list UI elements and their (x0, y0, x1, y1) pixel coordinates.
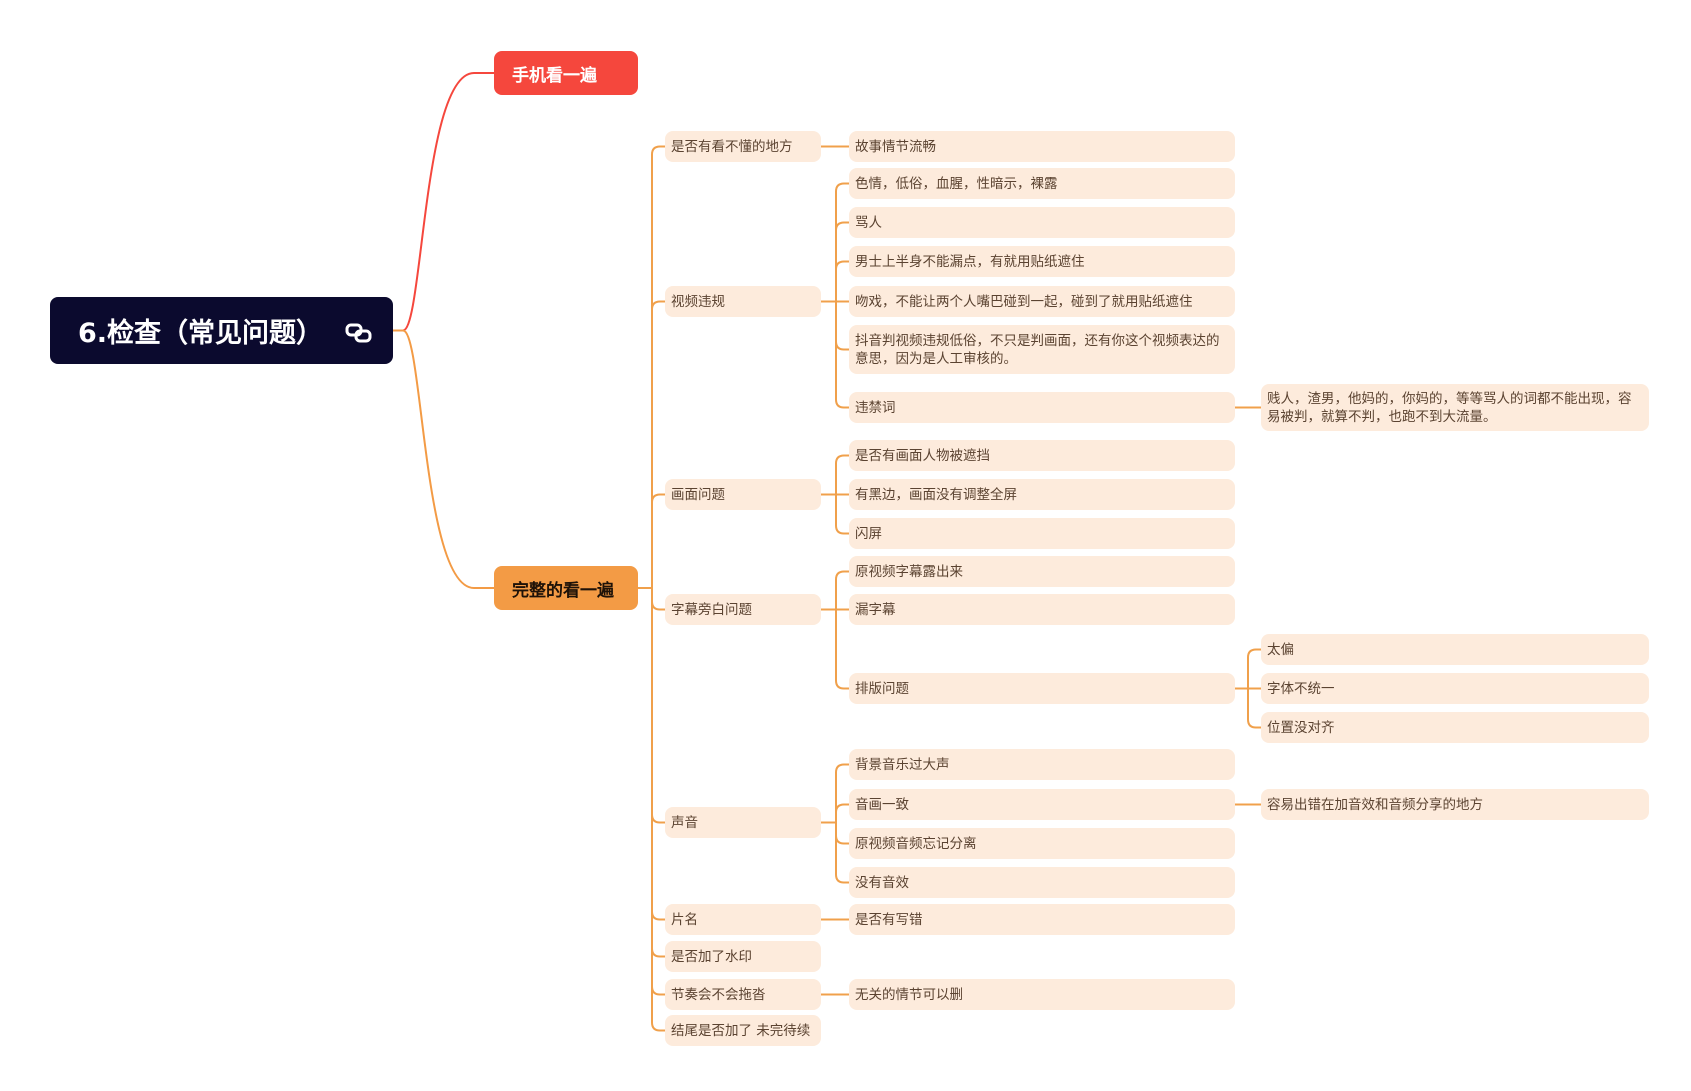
topic-node[interactable]: 视频违规 (665, 286, 821, 317)
connector-line (638, 587, 665, 996)
subtopic-node[interactable]: 是否有写错 (849, 904, 1235, 935)
subtopic-node[interactable]: 是否有画面人物被遮挡 (849, 440, 1235, 471)
subtopic-node[interactable]: 原视频音频忘记分离 (849, 828, 1235, 859)
detail-node[interactable]: 容易出错在加音效和音频分享的地方 (1261, 789, 1649, 820)
detail-node[interactable]: 太偏 (1261, 634, 1649, 665)
connector-line (821, 493, 849, 535)
connector-line (821, 182, 849, 303)
connector-line (638, 587, 665, 921)
connector-line (638, 587, 665, 611)
detail-node[interactable]: 位置没对齐 (1261, 712, 1649, 743)
connector-line (821, 260, 849, 303)
root-title: 6.检查（常见问题） (78, 318, 324, 349)
topic-node[interactable]: 画面问题 (665, 479, 821, 510)
root-topic[interactable]: 6.检查（常见问题） (50, 297, 393, 364)
subtopic-node[interactable]: 闪屏 (849, 518, 1235, 549)
subtopic-node[interactable]: 男士上半身不能漏点，有就用贴纸遮住 (849, 246, 1235, 277)
branch-full-review[interactable]: 完整的看一遍 (494, 566, 638, 610)
connector-line (821, 608, 849, 690)
branch-phone-review[interactable]: 手机看一遍 (494, 51, 638, 95)
link-icon[interactable] (345, 320, 373, 342)
connector-line (821, 803, 849, 824)
connector-line (821, 821, 849, 884)
connector-line (393, 329, 494, 589)
connector-line (821, 570, 849, 611)
connector-line (821, 821, 849, 845)
subtopic-node[interactable]: 无关的情节可以删 (849, 979, 1235, 1010)
connector-line (821, 454, 849, 496)
detail-node[interactable]: 贱人，渣男，他妈的，你妈的，等等骂人的词都不能出现，容易被判，就算不判，也跑不到… (1261, 384, 1649, 431)
connector-line (1235, 648, 1261, 690)
topic-node[interactable]: 声音 (665, 807, 821, 838)
connector-line (638, 587, 665, 1032)
subtopic-node[interactable]: 违禁词 (849, 392, 1235, 423)
connector-line (638, 300, 665, 589)
subtopic-node[interactable]: 漏字幕 (849, 594, 1235, 625)
subtopic-node[interactable]: 原视频字幕露出来 (849, 556, 1235, 587)
subtopic-node[interactable]: 背景音乐过大声 (849, 749, 1235, 780)
connector-line (638, 145, 665, 589)
connector-line (638, 493, 665, 589)
connector-line (393, 72, 494, 332)
detail-node[interactable]: 字体不统一 (1261, 673, 1649, 704)
topic-node[interactable]: 是否加了水印 (665, 941, 821, 972)
subtopic-node[interactable]: 色情，低俗，血腥，性暗示，裸露 (849, 168, 1235, 199)
topic-node[interactable]: 字幕旁白问题 (665, 594, 821, 625)
connector-line (821, 300, 849, 409)
connector-line (638, 587, 665, 824)
subtopic-node[interactable]: 抖音判视频违规低俗，不只是判画面，还有你这个视频表达的意思，因为是人工审核的。 (849, 325, 1235, 374)
connector-line (1235, 687, 1261, 729)
connector-line (638, 587, 665, 958)
connector-line (821, 300, 849, 351)
subtopic-node[interactable]: 没有音效 (849, 867, 1235, 898)
subtopic-node[interactable]: 故事情节流畅 (849, 131, 1235, 162)
subtopic-node[interactable]: 排版问题 (849, 673, 1235, 704)
topic-node[interactable]: 片名 (665, 904, 821, 935)
subtopic-node[interactable]: 有黑边，画面没有调整全屏 (849, 479, 1235, 510)
connector-line (821, 763, 849, 824)
subtopic-node[interactable]: 骂人 (849, 207, 1235, 238)
topic-node[interactable]: 结尾是否加了 未完待续 (665, 1015, 821, 1046)
connector-line (821, 221, 849, 303)
subtopic-node[interactable]: 吻戏，不能让两个人嘴巴碰到一起，碰到了就用贴纸遮住 (849, 286, 1235, 317)
topic-node[interactable]: 节奏会不会拖沓 (665, 979, 821, 1010)
subtopic-node[interactable]: 音画一致 (849, 789, 1235, 820)
topic-node[interactable]: 是否有看不懂的地方 (665, 131, 821, 162)
